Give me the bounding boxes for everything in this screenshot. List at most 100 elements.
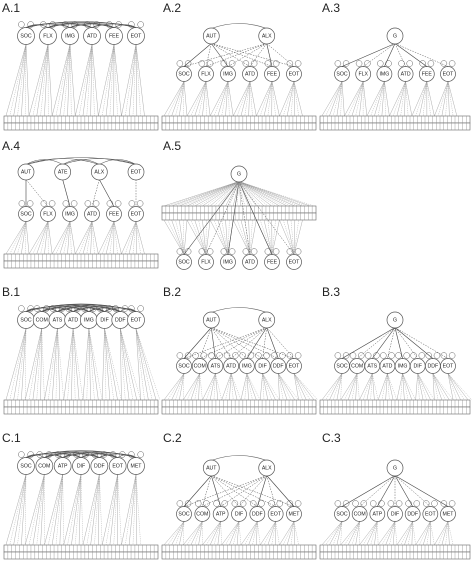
loading-path bbox=[9, 221, 27, 255]
factor-eot-residual-right bbox=[137, 21, 144, 28]
factor-img: IMG bbox=[376, 66, 393, 82]
factor-atd-residual-right bbox=[232, 352, 239, 359]
loading-path bbox=[381, 81, 385, 117]
loading-path bbox=[213, 81, 229, 117]
factor-fee-residual-right bbox=[114, 200, 122, 207]
factor-soc: SOC bbox=[334, 358, 350, 374]
factor-correlation-arc bbox=[104, 307, 137, 312]
loading-path bbox=[283, 219, 295, 255]
loading-path bbox=[32, 44, 49, 117]
factor-dif-residual-right bbox=[395, 500, 403, 507]
loading-path bbox=[167, 373, 185, 401]
loading-path bbox=[102, 44, 115, 117]
loading-path bbox=[256, 521, 258, 546]
factor-atd: ATD bbox=[84, 206, 100, 222]
loading-path bbox=[113, 221, 122, 255]
loading-path bbox=[325, 373, 343, 401]
loading-path bbox=[40, 328, 42, 401]
factor-eot-label: EOT bbox=[289, 260, 300, 266]
panel-label: A.5 bbox=[163, 139, 181, 153]
loading-path bbox=[221, 521, 240, 546]
loading-path bbox=[344, 81, 364, 117]
loading-path bbox=[5, 221, 27, 255]
loading-path bbox=[437, 521, 449, 546]
loading-path bbox=[405, 81, 409, 117]
loading-path bbox=[447, 81, 458, 117]
factor-eot-residual-left bbox=[286, 248, 294, 255]
factor-eot: EOT bbox=[127, 27, 145, 45]
cross-path bbox=[211, 43, 273, 67]
factor-soc: SOC bbox=[17, 457, 35, 475]
indicator-strip bbox=[319, 399, 471, 415]
general-loading-path bbox=[210, 181, 240, 207]
factor-eot-label: EOT bbox=[131, 318, 142, 324]
loading-path bbox=[248, 219, 251, 255]
loading-path bbox=[246, 373, 253, 401]
loading-path bbox=[186, 81, 207, 117]
factor-dif-label: DIF bbox=[258, 364, 266, 370]
loading-path bbox=[121, 44, 137, 117]
loading-path bbox=[441, 81, 449, 117]
loading-path bbox=[217, 81, 229, 117]
loading-path bbox=[32, 328, 42, 401]
indicator-strip bbox=[319, 115, 471, 131]
factor-img: IMG bbox=[61, 27, 79, 45]
loading-path bbox=[260, 373, 263, 401]
factor-soc: SOC bbox=[334, 66, 350, 82]
loading-path bbox=[233, 81, 251, 117]
panel-label: A.2 bbox=[163, 1, 181, 15]
top-factor-g-label: G bbox=[393, 466, 397, 472]
loading-path bbox=[72, 328, 80, 401]
indicator-strip bbox=[161, 205, 317, 221]
factor-soc-label: SOC bbox=[178, 364, 189, 370]
loading-path bbox=[121, 474, 137, 546]
loading-path bbox=[183, 373, 185, 401]
factor-fee: FEE bbox=[264, 66, 280, 82]
factor-eot-label: EOT bbox=[270, 512, 281, 518]
general-loading-path bbox=[238, 181, 295, 207]
structural-path bbox=[266, 327, 295, 359]
loading-path bbox=[205, 81, 211, 117]
loading-path bbox=[209, 521, 221, 546]
general-loading-path bbox=[238, 181, 307, 207]
factor-eot-label: EOT bbox=[425, 512, 436, 518]
indicator-strip bbox=[161, 544, 317, 560]
loading-path bbox=[278, 373, 284, 401]
loading-path bbox=[293, 521, 299, 546]
loading-path bbox=[98, 44, 115, 117]
factor-img-label: IMG bbox=[223, 72, 233, 78]
loading-path bbox=[321, 521, 343, 546]
loading-path bbox=[227, 81, 234, 117]
factor-atd-residual-left bbox=[242, 60, 250, 67]
factor-ats-label: ATS bbox=[211, 364, 221, 370]
loading-path bbox=[246, 373, 261, 401]
factor-atd: ATD bbox=[64, 311, 82, 329]
loading-path bbox=[179, 81, 185, 117]
factor-dif: DIF bbox=[254, 358, 271, 374]
loading-path bbox=[163, 219, 185, 255]
loading-path bbox=[260, 521, 276, 546]
top-factor-aut-circle bbox=[202, 459, 220, 477]
factor-ddf-residual-right bbox=[258, 500, 265, 507]
loading-path bbox=[271, 521, 276, 546]
loading-path bbox=[91, 221, 95, 255]
loading-path bbox=[25, 328, 27, 401]
top-factor-eot-circle bbox=[127, 163, 145, 181]
loading-path bbox=[221, 373, 232, 401]
factor-ddf-label: DDF bbox=[407, 512, 418, 518]
factor-img-label: IMG bbox=[223, 260, 233, 266]
loading-path bbox=[28, 474, 45, 546]
loading-path bbox=[51, 328, 58, 401]
factor-atd-label: ATD bbox=[245, 260, 255, 266]
loading-path bbox=[63, 328, 74, 401]
loading-path bbox=[55, 44, 71, 117]
loading-path bbox=[221, 81, 229, 117]
structural-path bbox=[394, 327, 418, 359]
loading-path bbox=[290, 81, 295, 117]
loading-path bbox=[347, 521, 360, 546]
factor-soc-label: SOC bbox=[178, 72, 189, 78]
loading-path bbox=[90, 221, 93, 255]
factor-eot-residual-right bbox=[448, 352, 456, 359]
